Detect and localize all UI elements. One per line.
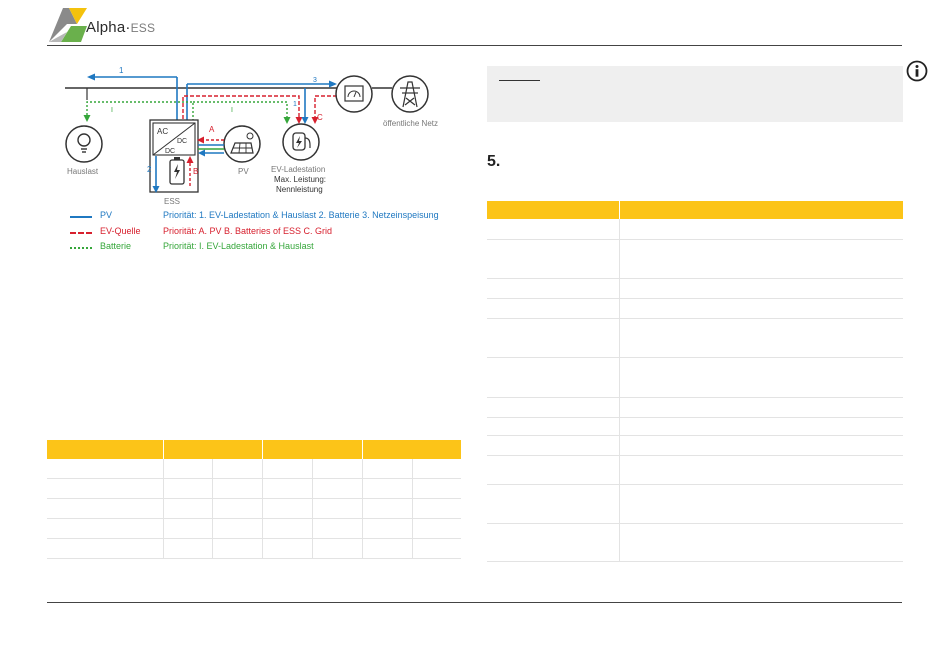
table-header-cell xyxy=(163,440,263,459)
ev-source-line-c xyxy=(314,95,337,120)
battery-arrow-house xyxy=(83,115,91,122)
ev-source-arrow-c xyxy=(311,117,319,124)
label-grid: öffentliche Netz xyxy=(383,119,438,128)
table-header-cell xyxy=(362,440,461,459)
table-row xyxy=(487,239,903,279)
brand-sub: ESS xyxy=(130,21,156,35)
table-row xyxy=(487,318,903,358)
pv-flow-1-arrow xyxy=(87,73,95,81)
battery-line-ev xyxy=(193,101,288,120)
pv-flow-2-arrow xyxy=(152,186,160,193)
table-row xyxy=(487,417,903,436)
brand-main: Alpha xyxy=(86,19,126,36)
ev-source-line-b xyxy=(182,95,300,125)
house-load-circle xyxy=(65,125,103,163)
table-row xyxy=(487,357,903,398)
legend-swatch-battery xyxy=(70,247,92,249)
pylon-circle xyxy=(391,75,429,113)
label-dc-2: DC xyxy=(165,148,175,155)
ess-inverter-diagonal xyxy=(152,122,196,156)
flow-label-roman-1a: I xyxy=(111,107,113,114)
legend-desc-ev: Priorität: A. PV B. Batteries of ESS C. … xyxy=(163,226,333,236)
brand-name: Alpha·ESS xyxy=(86,19,155,36)
table-header-row xyxy=(487,201,903,219)
label-pv: PV xyxy=(238,167,249,176)
right-data-table xyxy=(487,201,903,562)
table-row xyxy=(47,459,461,479)
table-row xyxy=(487,298,903,319)
table-header-cell xyxy=(262,440,363,459)
table-row xyxy=(47,538,461,559)
flow-label-2: 2 xyxy=(147,165,152,174)
table-row xyxy=(487,435,903,456)
ev-charger-icon xyxy=(292,132,311,151)
note-box xyxy=(487,66,903,122)
bulb-icon xyxy=(77,133,91,153)
brand-logo xyxy=(47,4,167,44)
legend-swatch-pv xyxy=(70,216,92,218)
pv-to-ev-arrow xyxy=(301,117,309,124)
label-ess: ESS xyxy=(164,197,180,206)
logo-mark-icon xyxy=(49,8,87,42)
table-row xyxy=(47,498,461,519)
pv-to-ess-arrow xyxy=(198,149,205,157)
flow-label-1b: 1 xyxy=(293,101,297,108)
ev-source-a-arrow xyxy=(197,136,204,144)
note-heading-underline xyxy=(499,80,540,81)
legend-label-pv: PV xyxy=(100,210,113,220)
label-dc-1: DC xyxy=(177,138,187,145)
battery-arrow-ev xyxy=(283,117,291,124)
power-pylon-icon xyxy=(400,81,420,108)
label-ev-station: EV-Ladestation xyxy=(271,165,325,174)
footer-divider xyxy=(47,602,902,603)
flow-label-c: C xyxy=(317,113,323,122)
battery-icon xyxy=(169,157,185,185)
label-hauslast: Hauslast xyxy=(67,167,99,176)
legend-desc-pv: Priorität: 1. EV-Ladestation & Hauslast … xyxy=(163,210,439,220)
legend-label-battery: Batterie xyxy=(100,241,132,251)
ev-source-arrow-b xyxy=(295,117,303,124)
left-data-table xyxy=(47,440,461,559)
label-ev-power-1: Max. Leistung: xyxy=(274,175,326,184)
meter-icon xyxy=(344,85,364,102)
legend-swatch-ev xyxy=(70,232,92,234)
table-header-cell xyxy=(47,440,164,459)
flow-label-3: 3 xyxy=(313,77,317,84)
flow-label-1: 1 xyxy=(119,66,124,75)
table-header-row xyxy=(47,440,461,459)
flow-label-a: A xyxy=(209,125,215,134)
table-header-cell xyxy=(619,201,903,219)
info-icon[interactable] xyxy=(906,60,928,82)
legend-desc-battery: Priorität: I. EV-Ladestation & Hauslast xyxy=(163,241,314,251)
ev-source-b-riser-arrow xyxy=(186,156,194,163)
table-row xyxy=(487,523,903,562)
label-ac: AC xyxy=(157,127,168,136)
label-ev-power-2: Nennleistung xyxy=(276,185,323,194)
legend-label-ev: EV-Quelle xyxy=(100,226,141,236)
table-row xyxy=(47,518,461,539)
table-row xyxy=(487,455,903,485)
table-row xyxy=(487,397,903,418)
energy-flow-diagram: 1 3 C I I 1 Hauslast AC DC DC 2 B xyxy=(65,66,438,206)
table-row xyxy=(487,278,903,299)
brand-separator: · xyxy=(125,19,131,36)
section-number: 5. xyxy=(487,153,501,170)
flow-label-b: B xyxy=(193,167,198,176)
solar-panel-icon xyxy=(230,132,254,154)
header-divider xyxy=(47,45,902,46)
flow-label-roman-1b: I xyxy=(231,107,233,114)
battery-line-house xyxy=(86,101,194,125)
pv-flow-3-arrow xyxy=(329,80,337,88)
table-row xyxy=(47,478,461,499)
table-header-cell xyxy=(487,201,620,219)
table-row xyxy=(487,484,903,524)
table-row xyxy=(487,219,903,240)
